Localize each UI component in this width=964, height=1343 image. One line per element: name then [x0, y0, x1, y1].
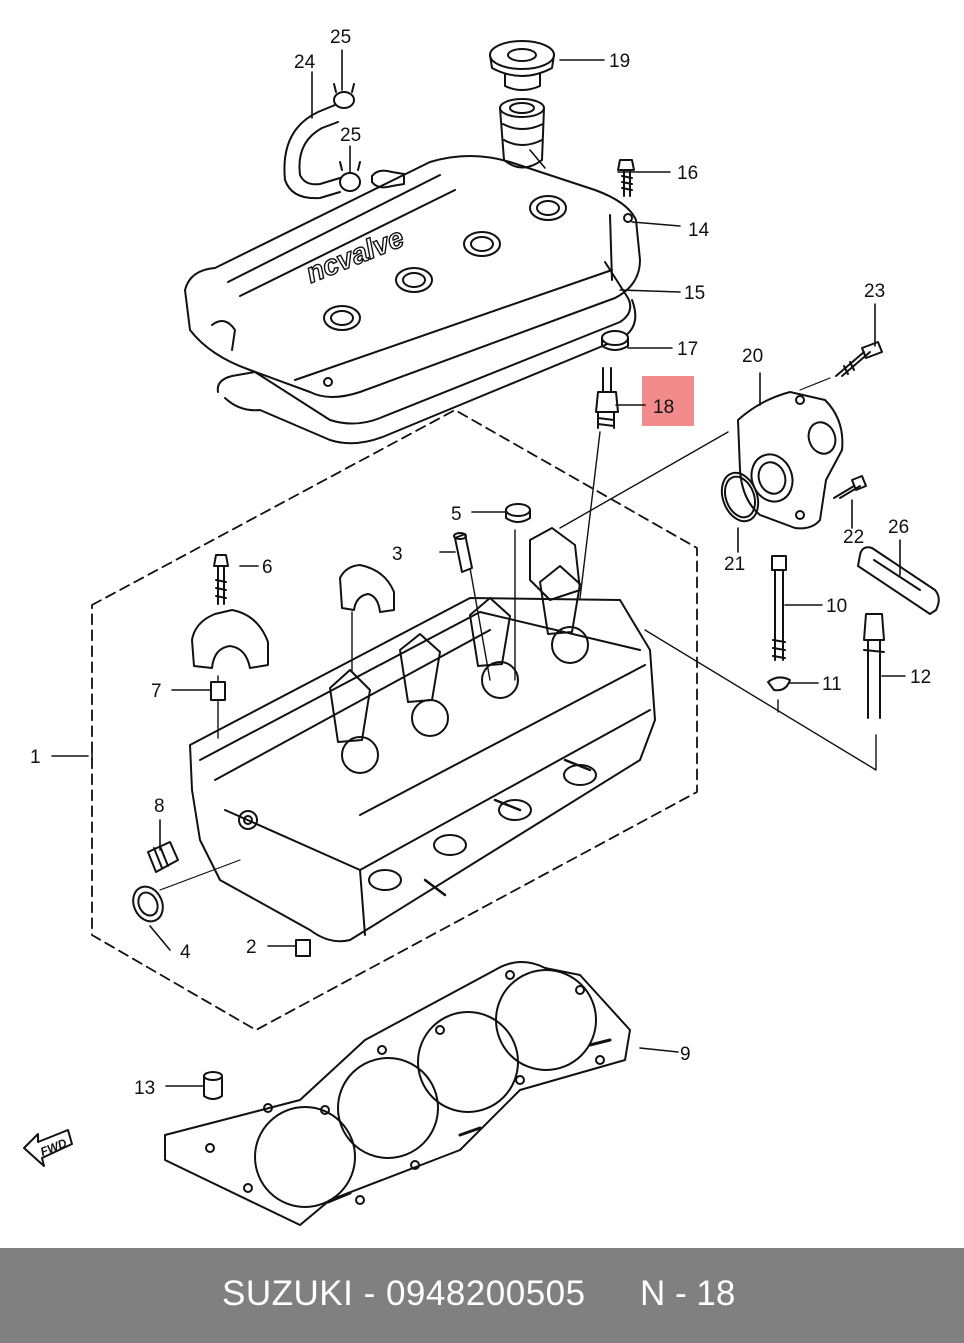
callout-3: 3	[392, 544, 403, 565]
valve-cover: ncvalve	[184, 155, 641, 398]
fwd-arrow: FWD	[23, 1129, 73, 1167]
callout-15: 15	[684, 283, 705, 304]
stud-bolt	[771, 555, 787, 661]
head-plug	[505, 503, 531, 523]
bracket	[857, 546, 940, 615]
callout-4: 4	[180, 942, 191, 963]
camshaft-cap-bolt	[213, 554, 229, 605]
caption-bar: SUZUKI - 0948200505 N - 18	[0, 1248, 964, 1343]
cover-bolt	[617, 159, 635, 197]
washer	[767, 676, 791, 692]
breather-fitting	[371, 169, 405, 189]
head-bolt	[863, 613, 885, 719]
plug	[147, 841, 179, 873]
distributor-bolt-long	[835, 341, 883, 377]
callout-14: 14	[688, 220, 710, 241]
callout-10: 10	[826, 596, 847, 617]
cap-install-lines	[217, 529, 516, 739]
callout-20: 20	[742, 346, 763, 367]
callout-17: 17	[677, 339, 698, 360]
highlight-box	[642, 376, 694, 426]
callout-16: 16	[677, 163, 698, 184]
bushing	[203, 1071, 223, 1100]
spark-plug-seal	[601, 330, 629, 351]
callout-18: 18	[653, 397, 674, 418]
callout-22: 22	[843, 527, 864, 548]
hose-clamp-upper	[333, 83, 355, 109]
o-ring	[720, 471, 760, 523]
callout-26: 26	[888, 517, 909, 538]
callout-21: 21	[724, 554, 745, 575]
dowel-pin-small	[295, 939, 311, 957]
hose-clamp-lower	[339, 161, 361, 192]
callout-7: 7	[151, 681, 162, 702]
callout-9: 9	[680, 1044, 691, 1065]
camshaft-cap-front	[191, 609, 269, 669]
bolt-install-line	[799, 377, 831, 391]
cylinder-head-group-outline	[91, 409, 698, 1031]
dowel-pin	[210, 681, 226, 701]
distributor-install-line	[559, 431, 729, 529]
part-number-caption: SUZUKI - 0948200505	[222, 1274, 586, 1313]
callout-8: 8	[154, 796, 165, 817]
callout-11: 11	[822, 674, 842, 695]
leader-lines	[51, 49, 906, 1087]
callout-1: 1	[30, 747, 41, 768]
callout-2: 2	[246, 937, 257, 958]
bolt-group-line	[644, 629, 877, 771]
camshaft-cap-rear	[339, 564, 395, 613]
callout-19: 19	[609, 51, 630, 72]
oil-control-valve-guide	[453, 532, 473, 573]
callout-25-lower: 25	[340, 125, 361, 146]
oil-seal	[132, 859, 241, 923]
callout-25-upper: 25	[330, 27, 351, 48]
callout-5: 5	[451, 504, 462, 525]
cylinder-head	[189, 527, 656, 943]
distributor-bolt-short	[833, 475, 867, 499]
breather-hose	[283, 104, 341, 200]
oil-filler-cap	[489, 40, 555, 91]
exploded-parts-diagram: ncvalve	[23, 27, 940, 1226]
callout-12: 12	[910, 667, 931, 688]
oil-filler-neck	[499, 98, 545, 169]
spark-plug	[595, 367, 619, 429]
valve-cover-gasket	[216, 261, 637, 445]
callout-23: 23	[864, 281, 885, 302]
reference-caption: N - 18	[640, 1274, 736, 1313]
distributor-case	[737, 391, 844, 530]
callout-24: 24	[294, 52, 316, 73]
cylinder-head-gasket	[164, 961, 631, 1226]
callout-6: 6	[262, 557, 273, 578]
callout-13: 13	[134, 1078, 155, 1099]
